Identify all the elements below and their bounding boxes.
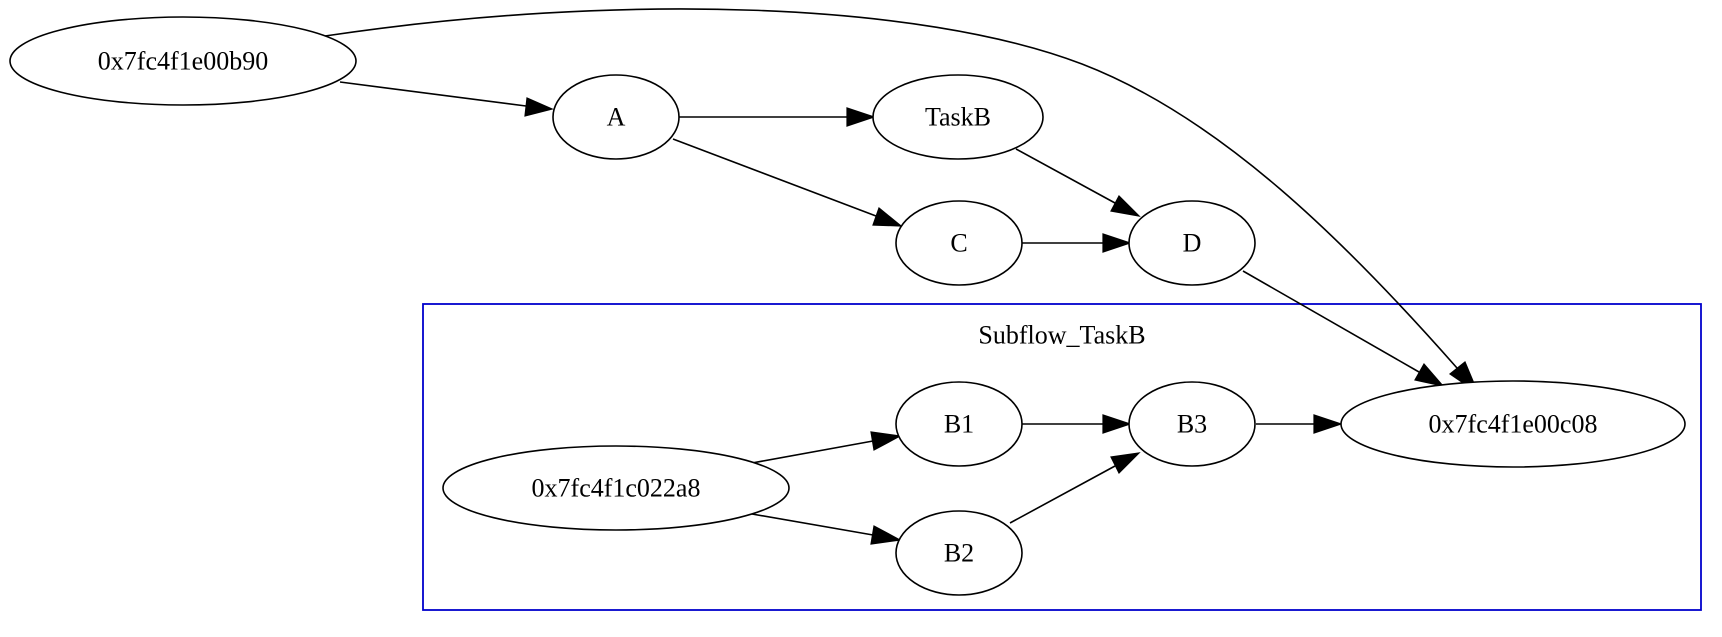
edge-root-to-sink xyxy=(324,8,1480,395)
edge-a-to-c xyxy=(672,138,903,227)
edge-root-to-a xyxy=(339,81,554,117)
node-b3-label: B3 xyxy=(1177,410,1207,439)
cluster-subflow-taskb: Subflow_TaskB xyxy=(422,303,1702,611)
edge-d-to-sink xyxy=(1242,270,1445,387)
node-b2-label: B2 xyxy=(944,539,974,568)
edge-subentry-to-b2 xyxy=(751,513,902,545)
edge-b1-to-b3 xyxy=(1022,414,1132,434)
node-c-label: C xyxy=(950,229,967,258)
node-sink-label: 0x7fc4f1e00c08 xyxy=(1429,410,1598,439)
node-a-label: A xyxy=(607,103,626,132)
node-sub-entry: 0x7fc4f1c022a8 xyxy=(442,445,790,531)
cluster-subflow-taskb-border xyxy=(422,303,1702,611)
node-c: C xyxy=(895,200,1023,286)
edge-c-to-d xyxy=(1022,233,1132,253)
edge-b3-to-sink xyxy=(1256,414,1343,434)
node-root: 0x7fc4f1e00b90 xyxy=(9,16,357,106)
node-taskb: TaskB xyxy=(872,74,1044,160)
node-d-label: D xyxy=(1183,229,1202,258)
node-sub-entry-label: 0x7fc4f1c022a8 xyxy=(532,474,701,503)
node-b2: B2 xyxy=(895,510,1023,596)
cluster-subflow-taskb-label: Subflow_TaskB xyxy=(978,321,1145,350)
edge-taskb-to-d xyxy=(1015,148,1141,217)
node-d: D xyxy=(1128,200,1256,286)
node-b1-label: B1 xyxy=(944,410,974,439)
node-sink: 0x7fc4f1e00c08 xyxy=(1340,380,1686,468)
node-a: A xyxy=(552,74,680,160)
edge-b2-to-b3 xyxy=(1009,452,1141,524)
edge-subentry-to-b1 xyxy=(751,431,902,464)
node-b3: B3 xyxy=(1128,381,1256,467)
node-taskb-label: TaskB xyxy=(925,103,991,132)
node-root-label: 0x7fc4f1e00b90 xyxy=(98,47,268,76)
node-b1: B1 xyxy=(895,381,1023,467)
edge-a-to-taskb xyxy=(679,107,876,127)
